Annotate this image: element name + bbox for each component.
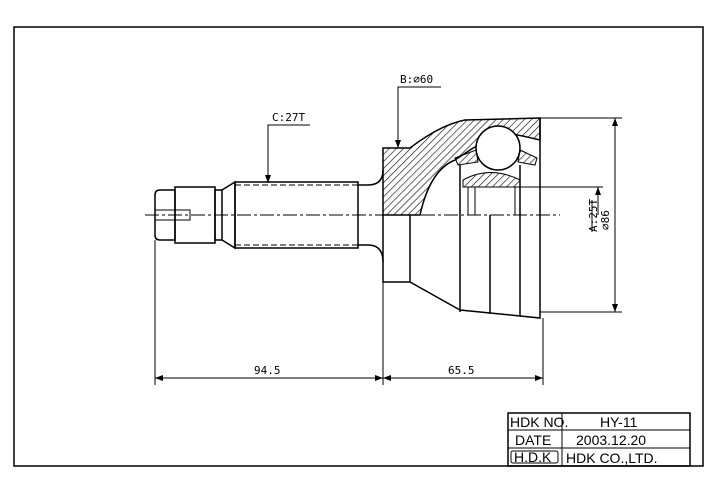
part-no: HY-11 — [600, 414, 638, 430]
outer-dia-text: ⌀86 — [599, 210, 612, 230]
dim-length: 94.5 65.5 — [154, 240, 544, 385]
outer-race — [382, 117, 541, 319]
logo-text: H.D.K — [514, 449, 552, 465]
dim-outer-dia: A:25T ⌀86 — [475, 117, 622, 313]
date-label: DATE — [515, 432, 551, 448]
dim-left-text: 94.5 — [254, 364, 281, 377]
title-block: HDK NO. HY-11 DATE 2003.12.20 H.D.K HDK … — [507, 412, 691, 467]
shaft-spline-text: C:27T — [272, 111, 305, 124]
flange-dia-text: B:⌀60 — [400, 73, 433, 86]
inner-spline-text: A:25T — [587, 199, 600, 232]
hdk-logo — [510, 450, 559, 464]
part-no-label: HDK NO. — [510, 414, 568, 430]
stub-shaft — [154, 169, 384, 263]
label-flange-dia: B:⌀60 — [395, 73, 441, 148]
company: HDK CO.,LTD. — [566, 450, 658, 466]
drawing-frame — [13, 26, 704, 467]
dim-right-text: 65.5 — [448, 364, 475, 377]
label-shaft-spline: C:27T — [265, 111, 310, 183]
date: 2003.12.20 — [576, 432, 646, 448]
